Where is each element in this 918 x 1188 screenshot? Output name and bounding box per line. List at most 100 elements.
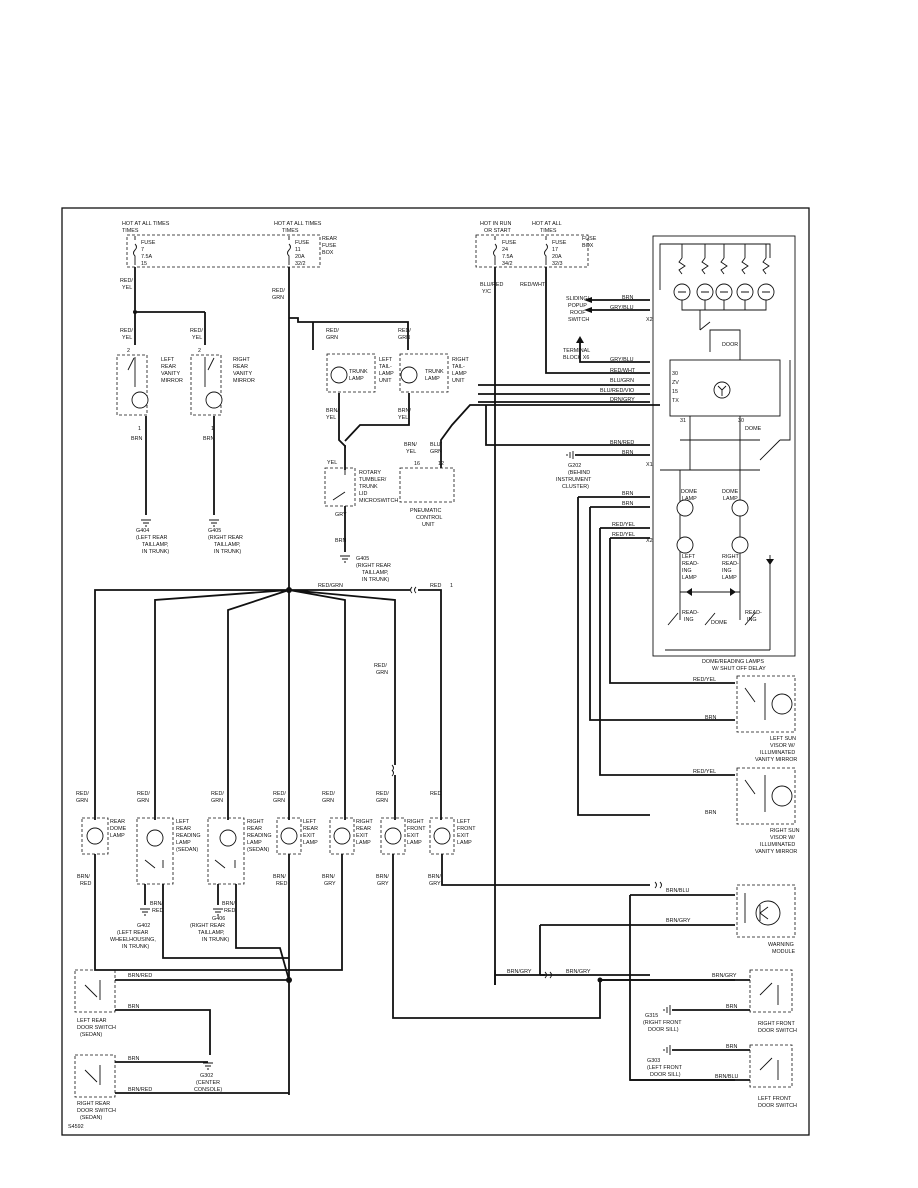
- svg-text:TUMBLER/: TUMBLER/: [359, 477, 387, 483]
- svg-text:BOX: BOX: [322, 250, 334, 256]
- svg-text:TRUNK: TRUNK: [349, 369, 368, 375]
- svg-text:BRN/GRY: BRN/GRY: [507, 969, 532, 975]
- svg-text:MIRROR: MIRROR: [233, 378, 255, 384]
- svg-text:TAILLAMP,: TAILLAMP,: [362, 570, 389, 576]
- svg-text:FUSE: FUSE: [582, 236, 597, 242]
- svg-text:7: 7: [141, 247, 144, 253]
- svg-text:RIGHT: RIGHT: [247, 819, 264, 825]
- svg-text:LAMP: LAMP: [682, 575, 697, 581]
- svg-text:LAMP: LAMP: [457, 840, 472, 846]
- svg-text:EXIT: EXIT: [303, 833, 316, 839]
- svg-text:VISOR W/: VISOR W/: [770, 835, 795, 841]
- svg-text:11: 11: [295, 247, 301, 253]
- exit-lamps: REAR DOME LAMP LEFT REAR READING LAMP (S…: [81, 817, 476, 885]
- svg-text:LAMP: LAMP: [723, 496, 738, 502]
- svg-text:GRN: GRN: [137, 798, 149, 804]
- svg-text:ILLUMINATED: ILLUMINATED: [760, 750, 795, 756]
- svg-text:G404: G404: [136, 528, 149, 534]
- svg-text:(CENTER: (CENTER: [196, 1080, 220, 1086]
- svg-text:30: 30: [672, 371, 678, 377]
- svg-text:BRN: BRN: [622, 491, 633, 497]
- left-fuse-box: HOT AT ALL TIMES TIMES HOT AT ALL TIMES …: [122, 221, 337, 268]
- svg-text:YEL: YEL: [327, 460, 337, 466]
- svg-text:BLU/GRN: BLU/GRN: [610, 378, 634, 384]
- svg-text:TAIL-: TAIL-: [452, 364, 465, 370]
- svg-text:GRN: GRN: [430, 449, 442, 455]
- svg-text:(RIGHT REAR: (RIGHT REAR: [208, 535, 243, 541]
- door-switches: LEFT REAR DOOR SWITCH (SEDAN) BRN/RED BR…: [74, 969, 797, 1121]
- svg-text:RED: RED: [80, 881, 91, 887]
- svg-text:(SEDAN): (SEDAN): [80, 1115, 102, 1121]
- svg-text:16: 16: [414, 461, 420, 467]
- svg-text:G302: G302: [200, 1073, 213, 1079]
- svg-text:MICROSWITCH: MICROSWITCH: [359, 498, 398, 504]
- svg-text:LAMP: LAMP: [110, 833, 125, 839]
- svg-text:DOOR SILL): DOOR SILL): [650, 1072, 681, 1078]
- svg-text:2: 2: [198, 348, 201, 354]
- svg-text:RED/: RED/: [273, 791, 286, 797]
- svg-text:DOOR: DOOR: [722, 342, 738, 348]
- svg-text:DOOR SWITCH: DOOR SWITCH: [758, 1103, 797, 1109]
- svg-text:RED/: RED/: [120, 328, 133, 334]
- svg-text:RED/: RED/: [326, 328, 339, 334]
- svg-text:RIGHT REAR: RIGHT REAR: [77, 1101, 110, 1107]
- svg-text:READ-: READ-: [682, 561, 699, 567]
- svg-text:DOME: DOME: [745, 426, 762, 432]
- svg-text:FUSE: FUSE: [502, 240, 517, 246]
- svg-text:DRN/GRY: DRN/GRY: [610, 397, 635, 403]
- svg-text:HOT AT ALL TIMES: HOT AT ALL TIMES: [274, 221, 322, 227]
- svg-text:BRN/GRY: BRN/GRY: [666, 918, 691, 924]
- svg-text:BRN: BRN: [705, 715, 716, 721]
- svg-text:IN TRUNK): IN TRUNK): [122, 944, 149, 950]
- svg-text:RIGHT: RIGHT: [407, 819, 424, 825]
- svg-text:ING: ING: [747, 617, 757, 623]
- svg-text:24: 24: [502, 247, 508, 253]
- svg-text:IN TRUNK): IN TRUNK): [362, 577, 389, 583]
- svg-text:BRN/BLU: BRN/BLU: [715, 1074, 738, 1080]
- svg-text:BRN/: BRN/: [222, 901, 235, 907]
- svg-text:RED/WHT: RED/WHT: [610, 368, 636, 374]
- svg-text:EXIT: EXIT: [407, 833, 420, 839]
- svg-text:BRN/RED: BRN/RED: [610, 440, 634, 446]
- svg-text:RED/: RED/: [272, 288, 285, 294]
- svg-text:LEFT: LEFT: [457, 819, 471, 825]
- sun-visors: RED/YEL BRN RED/YEL BRN LEFT SUN VISOR W…: [693, 675, 800, 855]
- svg-text:BLU/RED: BLU/RED: [480, 282, 503, 288]
- svg-text:(LEFT REAR: (LEFT REAR: [117, 930, 148, 936]
- svg-text:FRONT: FRONT: [457, 826, 476, 832]
- warning-module: WARNING MODULE: [736, 884, 795, 955]
- svg-text:BRN: BRN: [128, 1056, 139, 1062]
- svg-text:REAR: REAR: [303, 826, 318, 832]
- svg-text:BRN: BRN: [335, 538, 346, 544]
- svg-text:LEFT: LEFT: [176, 819, 190, 825]
- svg-text:BRN/RED: BRN/RED: [128, 973, 152, 979]
- svg-text:15: 15: [141, 261, 147, 267]
- svg-text:FUSE: FUSE: [322, 243, 337, 249]
- svg-text:RED/WHT: RED/WHT: [520, 282, 546, 288]
- svg-text:GRN: GRN: [322, 798, 334, 804]
- svg-text:ING: ING: [722, 568, 732, 574]
- svg-text:DOOR SILL): DOOR SILL): [648, 1027, 679, 1033]
- svg-text:TRUNK: TRUNK: [425, 369, 444, 375]
- svg-text:TAIL-: TAIL-: [379, 364, 392, 370]
- svg-text:(SEDAN): (SEDAN): [80, 1032, 102, 1038]
- svg-text:LEFT: LEFT: [379, 357, 393, 363]
- svg-text:REAR: REAR: [176, 826, 191, 832]
- svg-text:READING: READING: [176, 833, 201, 839]
- svg-text:YEL: YEL: [122, 335, 132, 341]
- svg-text:BRN: BRN: [726, 1044, 737, 1050]
- svg-text:RIGHT SUN: RIGHT SUN: [770, 828, 800, 834]
- svg-text:REAR: REAR: [322, 236, 337, 242]
- svg-text:GRY/BLU: GRY/BLU: [610, 357, 634, 363]
- svg-text:BRN/: BRN/: [77, 874, 90, 880]
- svg-text:SLIDING/: SLIDING/: [566, 296, 590, 302]
- svg-text:GRN: GRN: [76, 798, 88, 804]
- svg-text:FRONT: FRONT: [407, 826, 426, 832]
- svg-text:W/ SHUT OFF DELAY: W/ SHUT OFF DELAY: [712, 666, 766, 672]
- svg-text:EXIT: EXIT: [457, 833, 470, 839]
- svg-text:PNEUMATIC: PNEUMATIC: [410, 508, 441, 514]
- svg-text:G315: G315: [645, 1013, 658, 1019]
- right-feed-wires: BLU/RED Y/C RED/WHT BRN GRY/BLU SLIDING/…: [478, 267, 735, 985]
